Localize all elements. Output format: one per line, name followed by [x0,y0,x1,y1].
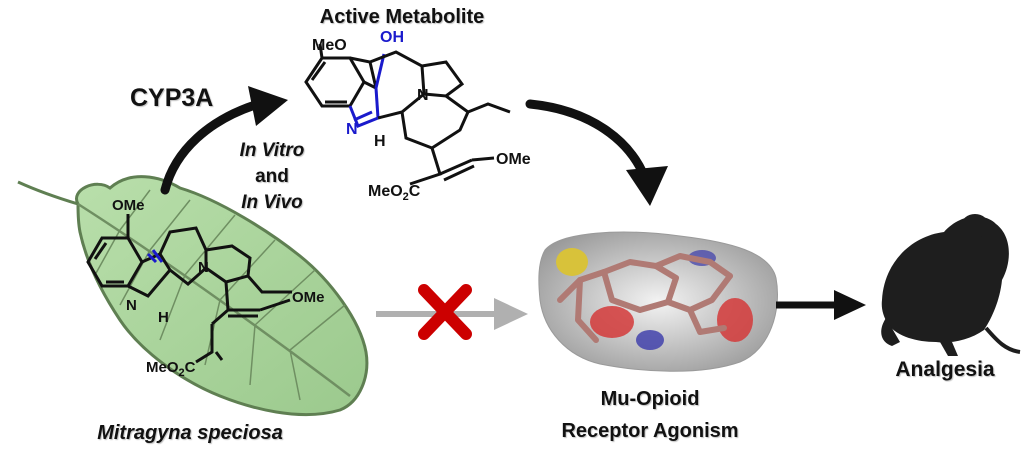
receptor-label-line1: Mu-Opioid [600,388,700,410]
metabolite-enol-ether-label: OMe [496,151,531,168]
receptor-to-analgesia-arrow [776,290,866,320]
parent-molecule [86,214,292,364]
blocked-x-icon [418,284,472,340]
receptor-label-line2: Receptor Agonism [561,420,739,442]
parent-labels: OMe N H N OMe MeO2C [112,197,325,379]
parent-methoxy-label: OMe [112,197,145,214]
condition-in-vitro: In Vitro [239,140,305,161]
metabolite-molecule [304,43,511,186]
parent-amine-n-label: N [198,259,209,276]
metabolite-ester-label: MeO2C [368,183,421,203]
metabolite-labels: MeO OH N H N OMe MeO2C [312,29,531,203]
plant-name: Mitragyna speciosa [97,422,283,444]
metabolite-methoxy-label: MeO [312,37,347,54]
parent-indole-n-label: N [126,297,137,314]
parent-h-label: H [158,309,169,326]
enzyme-label: CYP3A [130,84,214,112]
mouse-icon [881,214,1021,356]
metabolite-hydroxyl-label: OH [380,29,404,46]
ligand-sticks [557,253,733,343]
metabolite-to-receptor-arrow [525,99,668,206]
condition-in-vivo: In Vivo [241,192,303,213]
receptor-pocket [538,231,778,372]
parent-enol-ether-label: OMe [292,289,325,306]
condition-and: and [255,166,289,187]
metabolite-title: Active Metabolite [319,6,485,28]
metabolite-imine-n-label: N [346,121,358,138]
metabolite-amine-n-label: N [417,87,429,104]
metabolite-h-label: H [374,133,386,150]
cyp3a-arrow [160,86,288,195]
outcome-label: Analgesia [895,358,995,381]
